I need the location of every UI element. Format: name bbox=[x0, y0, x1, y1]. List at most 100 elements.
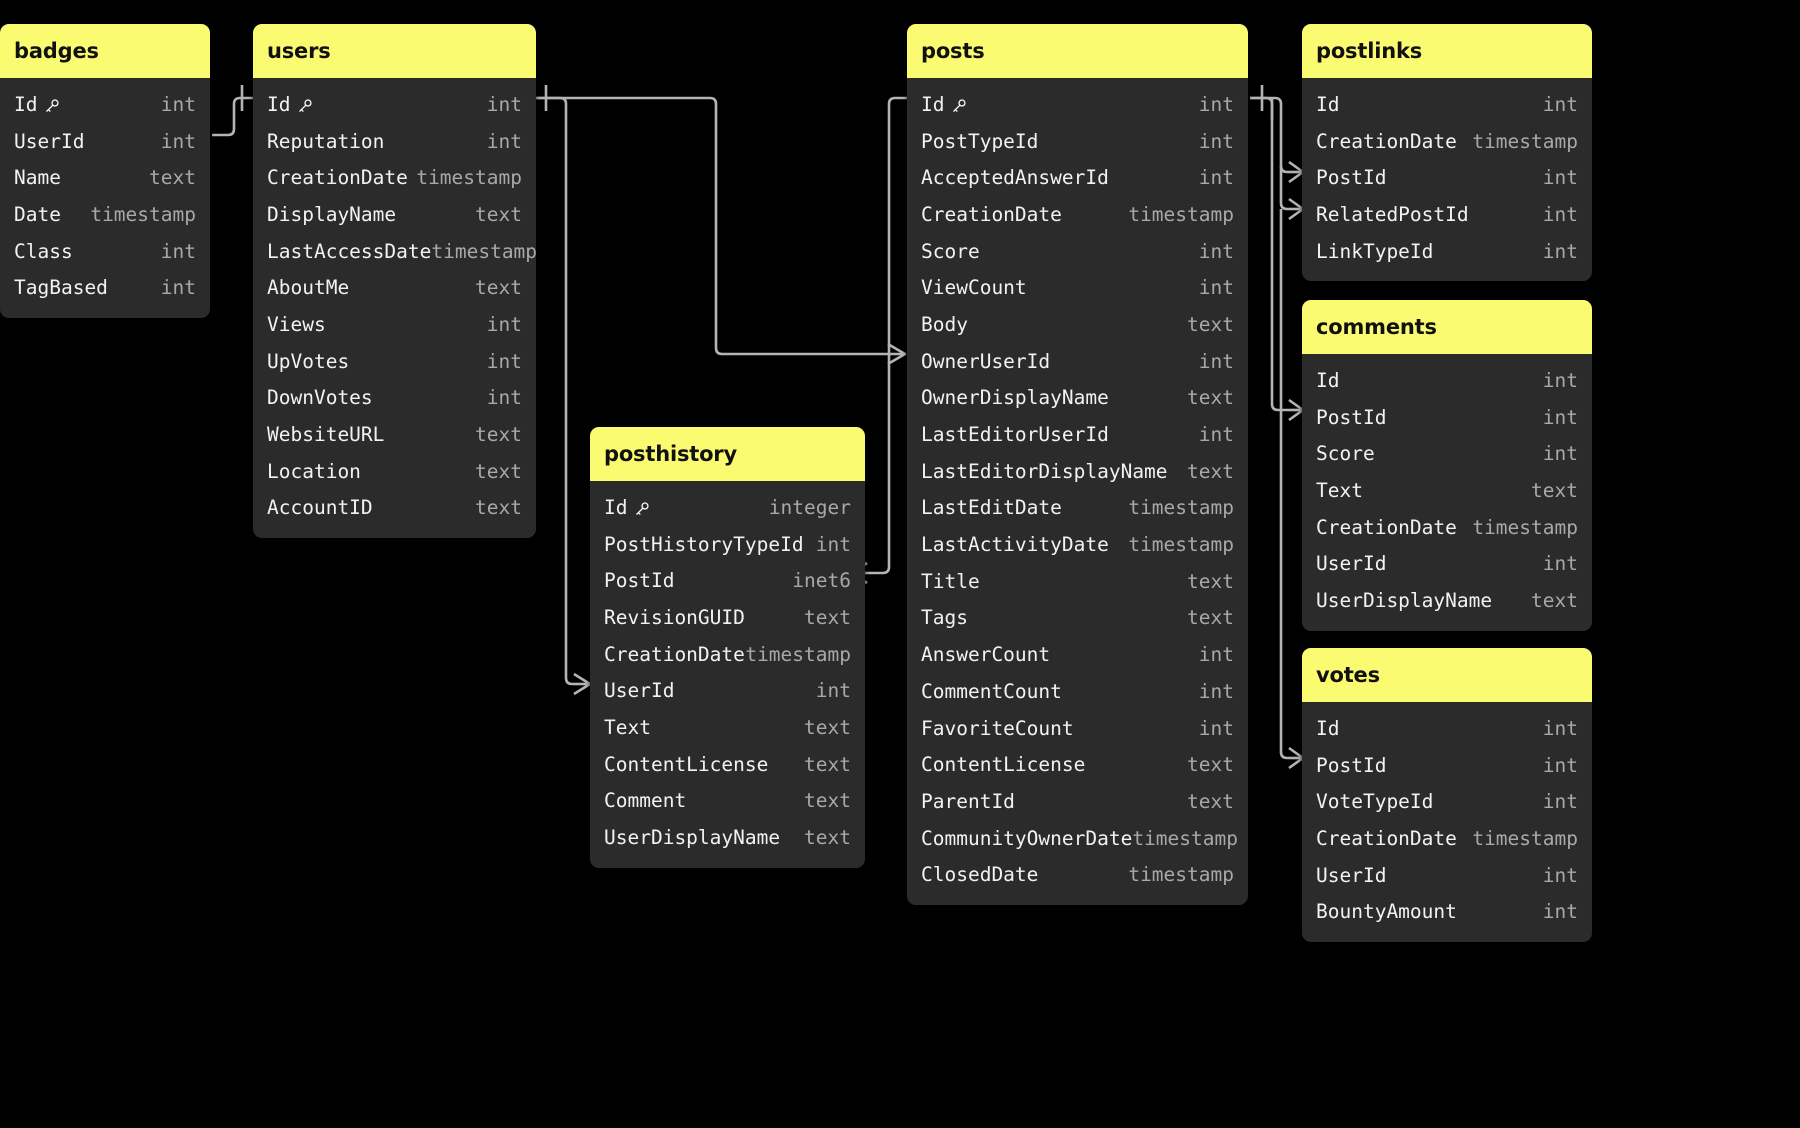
table-title-users[interactable]: users bbox=[253, 24, 536, 78]
table-title-posts[interactable]: posts bbox=[907, 24, 1248, 78]
table-title-badges[interactable]: badges bbox=[0, 24, 210, 78]
column-row[interactable]: DisplayName text bbox=[253, 196, 536, 233]
column-name: LastEditorUserId bbox=[921, 423, 1109, 447]
column-name: DisplayName bbox=[267, 202, 397, 226]
column-type: text bbox=[804, 752, 851, 776]
column-name-wrapper: Id bbox=[14, 93, 61, 116]
column-type: text bbox=[475, 202, 522, 226]
table-title-votes[interactable]: votes bbox=[1302, 648, 1592, 702]
column-name-wrapper: Score bbox=[921, 240, 980, 263]
column-name: Class bbox=[14, 239, 73, 263]
column-name: LastEditDate bbox=[921, 496, 1062, 520]
table-title-comments[interactable]: comments bbox=[1302, 300, 1592, 354]
table-title-postlinks[interactable]: postlinks bbox=[1302, 24, 1592, 78]
column-name-wrapper: Id bbox=[1316, 93, 1339, 116]
column-name: BountyAmount bbox=[1316, 900, 1457, 924]
column-row[interactable]: LastEditDate timestamp bbox=[907, 490, 1248, 527]
column-name-wrapper: Score bbox=[1316, 442, 1375, 465]
column-type: timestamp bbox=[1128, 496, 1234, 520]
column-type: int bbox=[1198, 349, 1234, 373]
column-name: TagBased bbox=[14, 276, 108, 300]
column-name: PostId bbox=[604, 569, 675, 593]
column-name-wrapper: LastActivityDate bbox=[921, 533, 1109, 556]
table-title-posthistory[interactable]: posthistory bbox=[590, 427, 865, 481]
